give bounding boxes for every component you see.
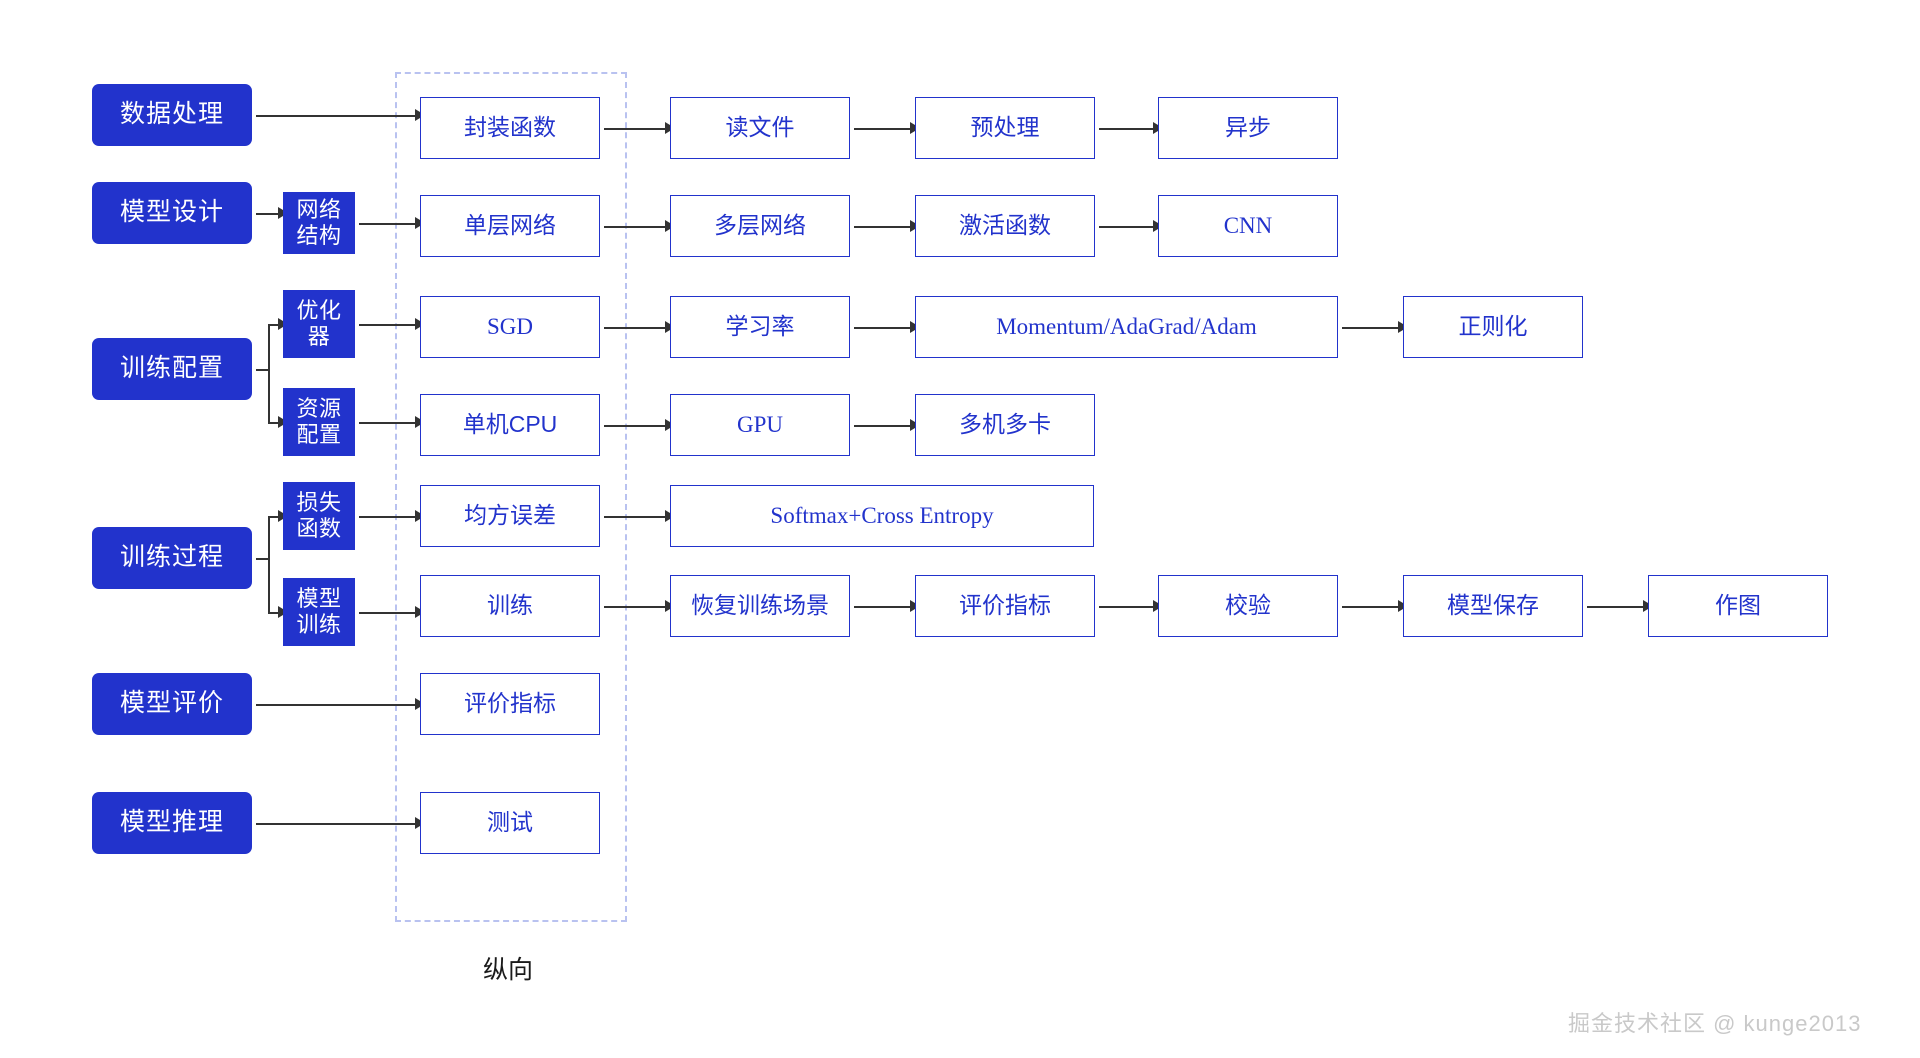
step-node-row-resource-3[interactable]: 多机多卡 xyxy=(915,394,1095,456)
step-node-row-eval-1[interactable]: 评价指标 xyxy=(420,673,600,735)
connector-line xyxy=(256,558,268,560)
band-caption: 纵向 xyxy=(483,956,534,984)
step-node-row-train-2[interactable]: 恢复训练场景 xyxy=(670,575,850,637)
stage-node-6[interactable]: 模型推理 xyxy=(92,792,252,854)
step-node-row-infer-1[interactable]: 测试 xyxy=(420,792,600,854)
step-node-row-train-5[interactable]: 模型保存 xyxy=(1403,575,1583,637)
connector-line xyxy=(256,115,416,117)
step-node-row-resource-2[interactable]: GPU xyxy=(670,394,850,456)
connector-line xyxy=(268,612,279,614)
connector-line xyxy=(268,324,270,422)
stage-node-5[interactable]: 模型评价 xyxy=(92,673,252,735)
connector-line xyxy=(1587,606,1644,608)
connector-line xyxy=(268,422,279,424)
substage-node-2[interactable]: 优化器 xyxy=(283,290,355,358)
connector-line xyxy=(256,369,268,371)
step-node-row-train-6[interactable]: 作图 xyxy=(1648,575,1828,637)
step-node-row-data-3[interactable]: 预处理 xyxy=(915,97,1095,159)
connector-line xyxy=(1099,128,1154,130)
stage-node-3[interactable]: 训练配置 xyxy=(92,338,252,400)
connector-line xyxy=(604,226,666,228)
connector-line xyxy=(359,516,416,518)
step-node-row-optimizer-4[interactable]: 正则化 xyxy=(1403,296,1583,358)
vertical-highlight-band xyxy=(395,72,627,922)
connector-line xyxy=(854,327,911,329)
step-node-row-train-4[interactable]: 校验 xyxy=(1158,575,1338,637)
connector-line xyxy=(604,128,666,130)
connector-line xyxy=(854,226,911,228)
connector-line xyxy=(359,422,416,424)
connector-line xyxy=(359,324,416,326)
substage-node-1[interactable]: 网络结构 xyxy=(283,192,355,254)
connector-line xyxy=(1099,606,1154,608)
connector-line xyxy=(268,324,279,326)
connector-line xyxy=(854,606,911,608)
substage-node-3[interactable]: 资源配置 xyxy=(283,388,355,456)
connector-line xyxy=(1342,327,1399,329)
step-node-row-loss-1[interactable]: 均方误差 xyxy=(420,485,600,547)
connector-line xyxy=(256,213,279,215)
connector-line xyxy=(1099,226,1154,228)
watermark-text: 掘金技术社区 @ kunge2013 xyxy=(1568,1011,1862,1036)
connector-line xyxy=(854,425,911,427)
stage-node-4[interactable]: 训练过程 xyxy=(92,527,252,589)
step-node-row-optimizer-1[interactable]: SGD xyxy=(420,296,600,358)
step-node-row-model-2[interactable]: 多层网络 xyxy=(670,195,850,257)
connector-line xyxy=(604,606,666,608)
connector-line xyxy=(359,612,416,614)
connector-line xyxy=(604,516,666,518)
stage-node-2[interactable]: 模型设计 xyxy=(92,182,252,244)
step-node-row-optimizer-2[interactable]: 学习率 xyxy=(670,296,850,358)
step-node-row-data-2[interactable]: 读文件 xyxy=(670,97,850,159)
step-node-row-train-1[interactable]: 训练 xyxy=(420,575,600,637)
connector-line xyxy=(268,516,270,612)
connector-line xyxy=(604,425,666,427)
connector-line xyxy=(268,516,279,518)
connector-line xyxy=(359,223,416,225)
step-node-row-data-1[interactable]: 封装函数 xyxy=(420,97,600,159)
connector-line xyxy=(1342,606,1399,608)
step-node-row-resource-1[interactable]: 单机CPU xyxy=(420,394,600,456)
step-node-row-data-4[interactable]: 异步 xyxy=(1158,97,1338,159)
step-node-row-model-4[interactable]: CNN xyxy=(1158,195,1338,257)
substage-node-4[interactable]: 损失函数 xyxy=(283,482,355,550)
connector-line xyxy=(256,823,416,825)
step-node-row-model-3[interactable]: 激活函数 xyxy=(915,195,1095,257)
connector-line xyxy=(854,128,911,130)
step-node-row-loss-2[interactable]: Softmax+Cross Entropy xyxy=(670,485,1094,547)
step-node-row-model-1[interactable]: 单层网络 xyxy=(420,195,600,257)
stage-node-1[interactable]: 数据处理 xyxy=(92,84,252,146)
substage-node-5[interactable]: 模型训练 xyxy=(283,578,355,646)
connector-line xyxy=(604,327,666,329)
step-node-row-optimizer-3[interactable]: Momentum/AdaGrad/Adam xyxy=(915,296,1338,358)
connector-line xyxy=(256,704,416,706)
step-node-row-train-3[interactable]: 评价指标 xyxy=(915,575,1095,637)
